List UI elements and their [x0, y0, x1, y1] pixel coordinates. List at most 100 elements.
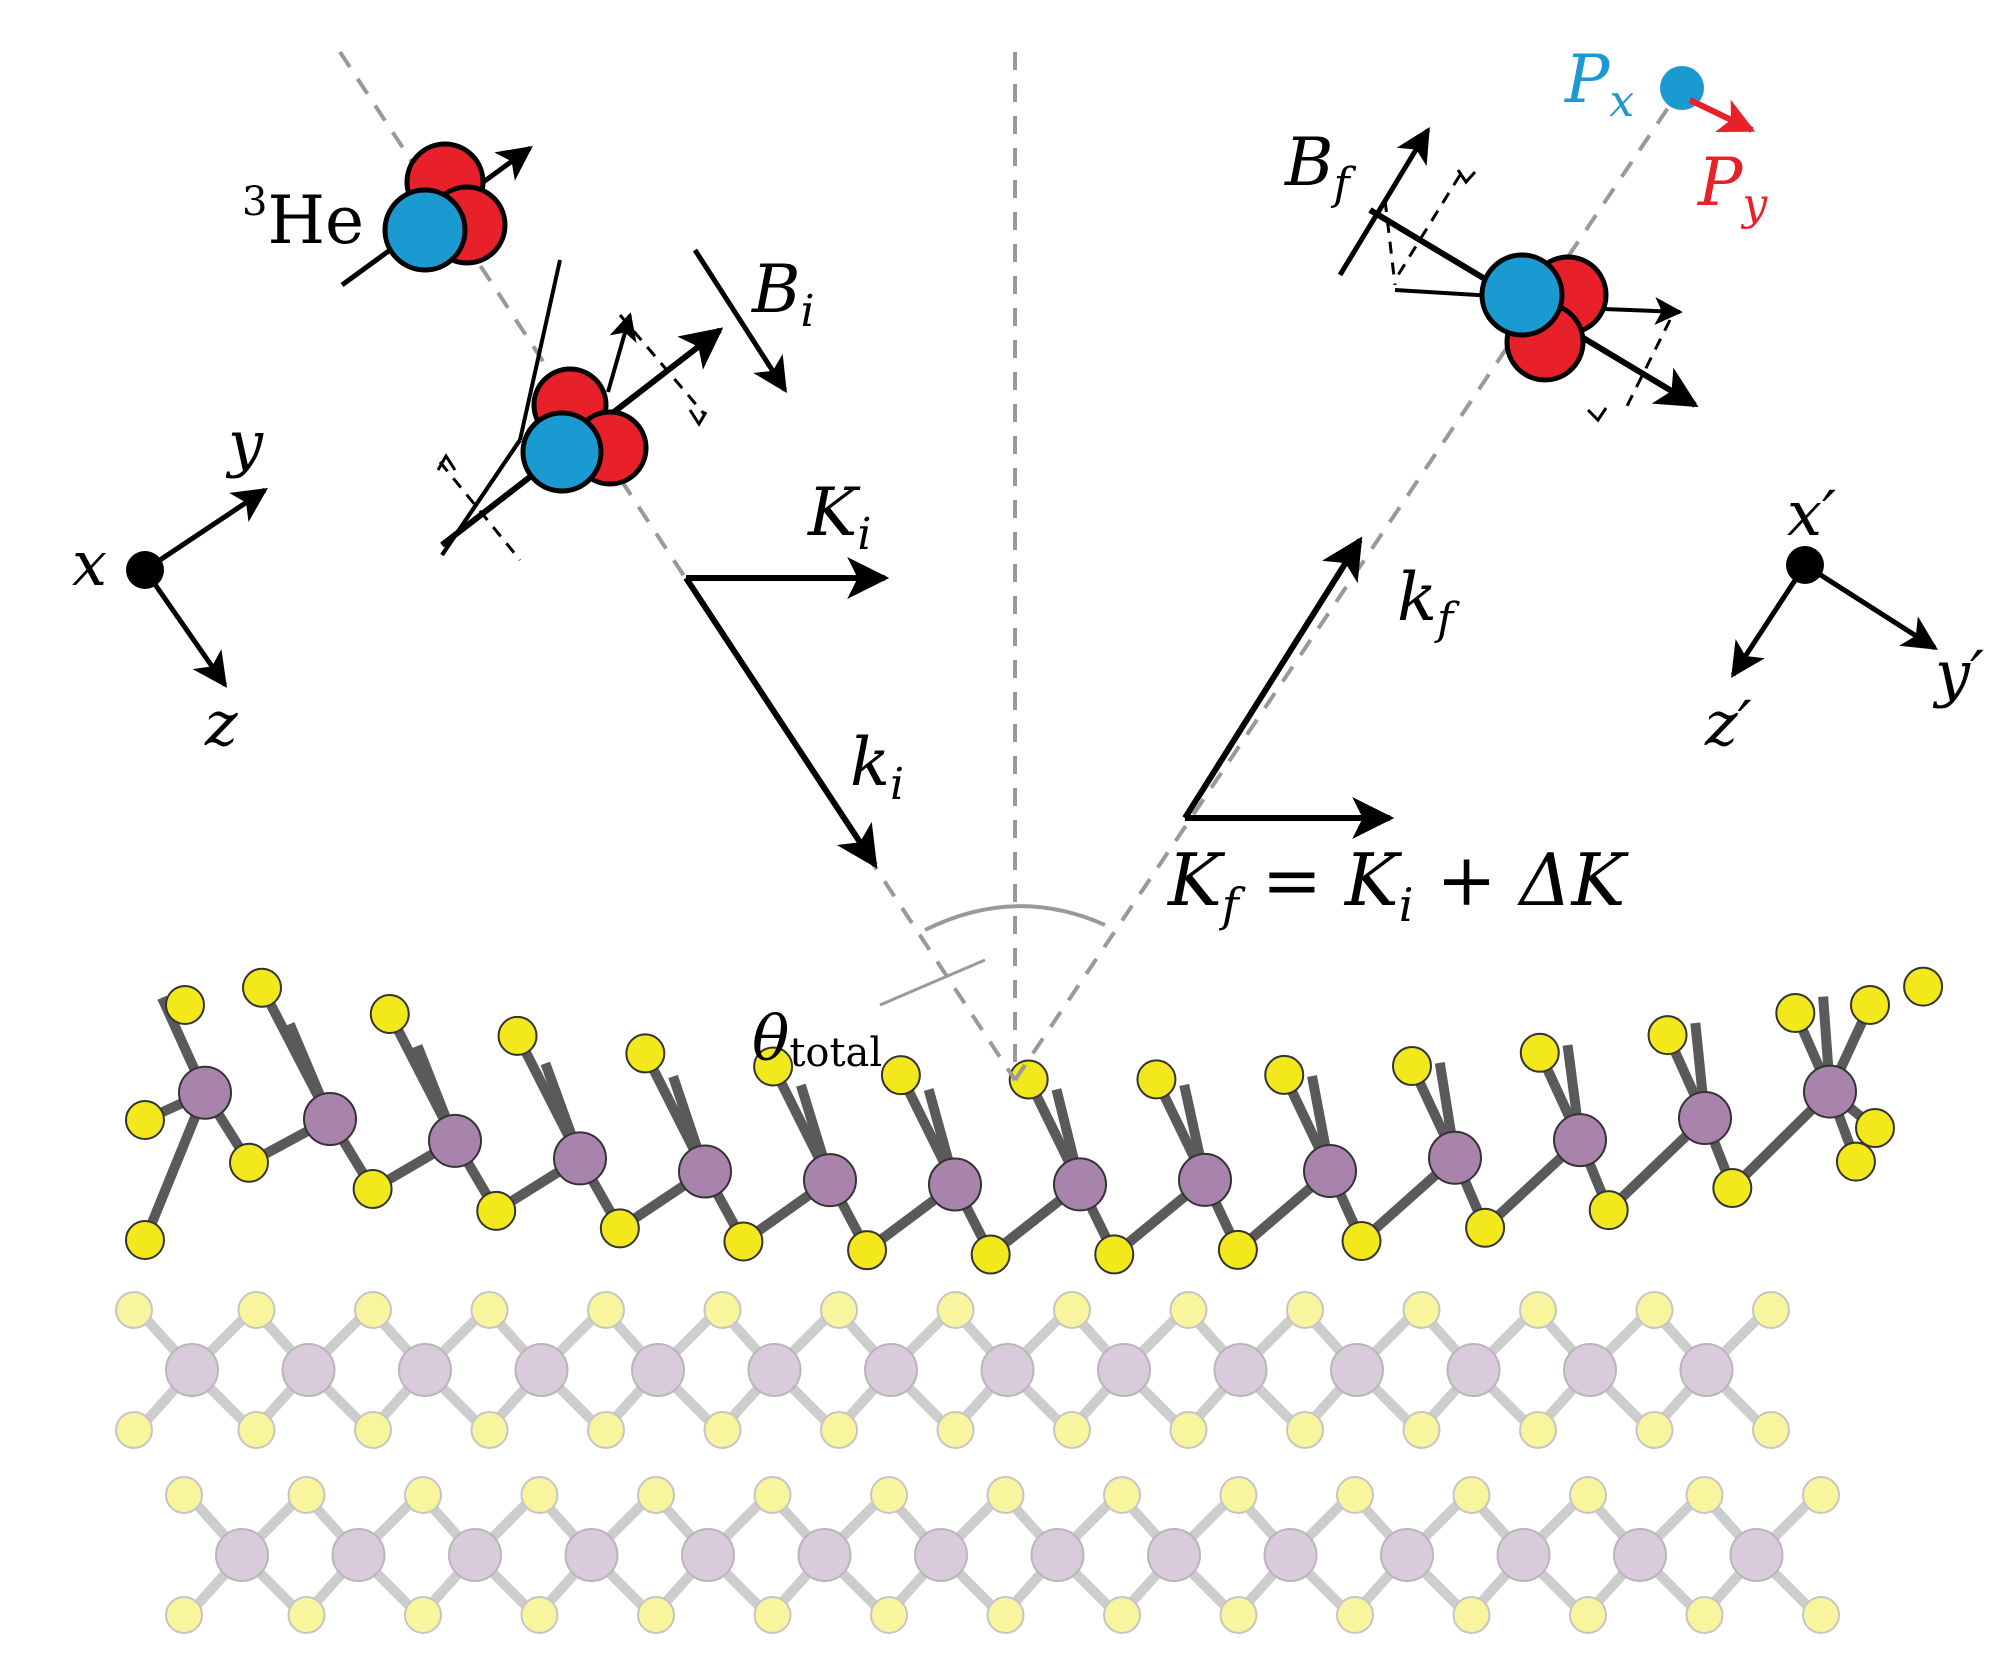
sulfur-atom	[870, 1476, 908, 1514]
bond	[1003, 1308, 1070, 1374]
bond	[951, 1308, 1012, 1374]
sulfur-atom	[1775, 993, 1816, 1034]
bond	[770, 1308, 837, 1374]
metal-atom	[1563, 1343, 1617, 1397]
sulfur-atom	[703, 1291, 742, 1329]
sulfur-atom	[229, 1142, 269, 1183]
bond	[1003, 1366, 1070, 1432]
sulfur-atom	[1103, 1476, 1141, 1514]
faded-layer	[165, 1476, 1840, 1634]
bond	[1700, 1493, 1761, 1559]
bond	[1351, 1551, 1411, 1617]
bond	[1700, 1551, 1761, 1617]
bond	[1469, 1308, 1536, 1374]
bond	[1068, 1366, 1128, 1432]
sulfur-atom	[1835, 1141, 1876, 1182]
sulfur-atom	[1336, 1596, 1374, 1634]
bond	[419, 1551, 479, 1617]
lab-frame-axes: x y z	[72, 407, 268, 760]
B-i-label: Bi	[751, 251, 815, 337]
sulfur-atom	[1569, 1596, 1607, 1634]
sulfur-atom	[1685, 1476, 1724, 1514]
bond	[1236, 1366, 1303, 1432]
bond	[1650, 1366, 1711, 1432]
bond	[1301, 1308, 1361, 1374]
bond	[1403, 1551, 1469, 1617]
bond	[1184, 1366, 1245, 1432]
sulfur-atom	[1569, 1476, 1607, 1514]
bond	[951, 1366, 1012, 1432]
metal-atom	[1496, 1528, 1551, 1582]
bond	[302, 1551, 363, 1617]
bond	[1534, 1308, 1594, 1374]
bond	[1170, 1493, 1236, 1559]
metal-atom	[331, 1528, 386, 1582]
bond	[188, 1308, 254, 1374]
bond	[1286, 1551, 1353, 1617]
bond	[768, 1493, 829, 1559]
metal-atom	[215, 1528, 269, 1582]
sulfur-atom	[587, 1291, 625, 1329]
bond	[887, 1308, 953, 1374]
sulfur-atom	[1219, 1596, 1258, 1634]
metal-atom	[1428, 1130, 1482, 1185]
bond	[186, 1493, 246, 1559]
sulfur-atom	[1452, 1476, 1491, 1514]
bond	[835, 1366, 895, 1432]
bond	[1417, 1366, 1478, 1432]
bond	[252, 1308, 313, 1374]
sulfur-atom	[1392, 1046, 1432, 1087]
bond	[419, 1493, 479, 1559]
scattered-beam-line	[1013, 88, 1682, 1082]
substrate-layers	[115, 1291, 1840, 1634]
bond	[718, 1308, 779, 1374]
bond	[654, 1308, 720, 1374]
neutron	[520, 410, 604, 494]
bond	[1702, 1366, 1769, 1432]
sulfur-atom	[1053, 1291, 1091, 1329]
sulfur-atom	[165, 1596, 203, 1634]
bond	[1403, 1493, 1469, 1559]
sulfur-atom	[237, 1411, 276, 1449]
bond	[1534, 1366, 1594, 1432]
sulfur-atom	[753, 1046, 794, 1087]
sulfur-atom	[970, 1234, 1011, 1275]
bond	[471, 1551, 537, 1617]
bond	[602, 1366, 662, 1432]
metal-atom	[564, 1528, 619, 1582]
metal-atom	[1613, 1528, 1667, 1582]
sulfur-atom	[1402, 1411, 1441, 1449]
bond	[718, 1366, 779, 1432]
bond	[1120, 1308, 1186, 1374]
bond	[354, 1551, 421, 1617]
metal-atom	[928, 1157, 982, 1212]
bond	[537, 1366, 604, 1432]
bond	[652, 1493, 712, 1559]
sulfur-atom	[520, 1596, 559, 1634]
bond	[1702, 1308, 1769, 1374]
metal-atom	[281, 1343, 336, 1397]
sulfur-atom	[470, 1411, 509, 1449]
faded-layer	[115, 1291, 1790, 1449]
sulfur-atom	[369, 994, 410, 1035]
K-i-label: Ki	[807, 474, 871, 560]
bond	[1469, 1366, 1536, 1432]
metal-atom	[1097, 1343, 1151, 1397]
sulfur-atom	[237, 1291, 276, 1329]
sulfur-atom	[1008, 1059, 1049, 1100]
z-prime-axis-label: z′	[1704, 687, 1752, 760]
k-i-arrow	[683, 576, 878, 869]
sulfur-atom	[936, 1291, 975, 1329]
sulfur-atom	[847, 1230, 888, 1271]
sulfur-atom	[1519, 1291, 1557, 1329]
sulfur-atom	[1286, 1411, 1324, 1449]
y-axis-arrow	[143, 487, 268, 573]
sulfur-atom	[880, 1055, 921, 1096]
he3-label: 3He	[242, 179, 364, 259]
bond	[471, 1493, 537, 1559]
bond	[1068, 1308, 1128, 1374]
metal-atom	[1803, 1064, 1857, 1119]
sulfur-atom	[1588, 1190, 1629, 1231]
neutron	[1479, 252, 1565, 338]
P-y-arrow	[1688, 97, 1756, 133]
